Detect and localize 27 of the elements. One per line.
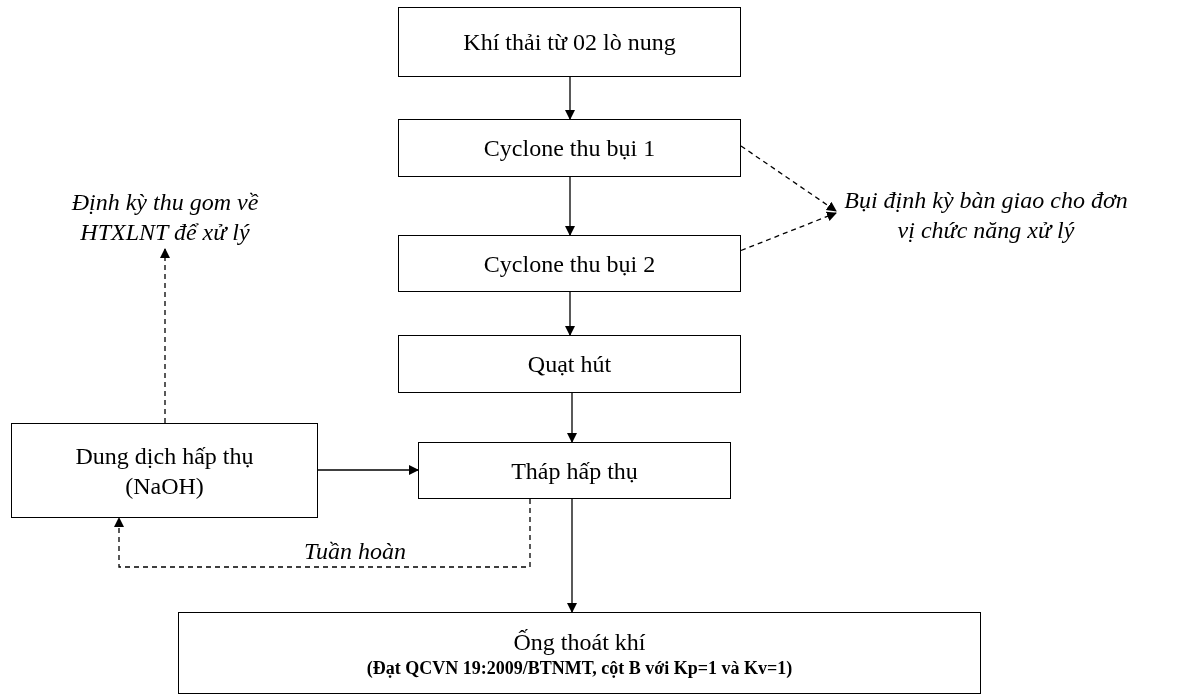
- box-title: Khí thải từ 02 lò nung: [462, 28, 677, 57]
- arrow: [317, 465, 419, 475]
- box-title: Quạt hút: [526, 350, 613, 379]
- process-box: [178, 612, 981, 694]
- box-title: Cyclone thu bụi 1: [482, 134, 657, 163]
- box-title: Dung dịch hấp thụ (NaOH): [74, 441, 255, 501]
- process-box: [398, 7, 741, 77]
- arrow: [565, 176, 575, 236]
- process-box: [398, 335, 741, 393]
- box-title: Ống thoát khí: [512, 628, 647, 657]
- dashed-arrow: [740, 211, 837, 252]
- arrow: [565, 76, 575, 120]
- arrow: [567, 392, 577, 443]
- arrow: [565, 291, 575, 336]
- note-text: Định kỳ thu gom về HTXLNT để xử lý: [30, 185, 300, 249]
- dashed-arrow: [740, 145, 837, 212]
- dashed-arrow: [160, 248, 170, 424]
- box-title: Tháp hấp thụ: [510, 456, 639, 486]
- dashed-arrow: [114, 498, 531, 568]
- process-box: [398, 119, 741, 177]
- arrow: [567, 498, 577, 613]
- note-text: Bụi định kỳ bàn giao cho đơn vị chức năng xử lý: [836, 178, 1136, 252]
- box-title: Cyclone thu bụi 2: [482, 249, 657, 279]
- process-box: [418, 442, 731, 499]
- box-note: (Đạt QCVN 19:2009/BTNMT, cột B với Kp=1 và Kv=1): [366, 657, 793, 679]
- process-box: [398, 235, 741, 292]
- process-box: [11, 423, 318, 518]
